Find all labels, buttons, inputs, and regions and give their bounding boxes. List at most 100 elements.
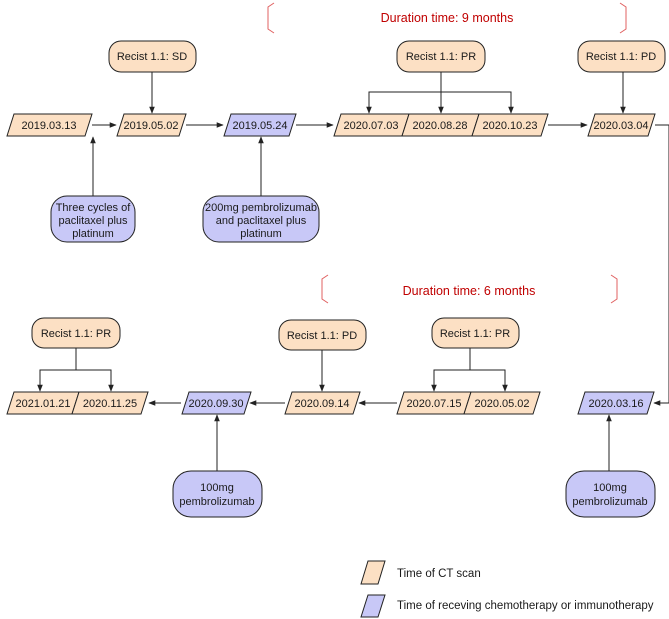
row2-dates: 2021.01.21 2020.11.25 2020.09.30 2020.09… xyxy=(6,391,655,415)
bracket-right xyxy=(619,2,627,34)
treatment-label-line: platinum xyxy=(72,228,114,240)
duration-text-6-months: Duration time: 6 months xyxy=(403,284,536,298)
recist-shape xyxy=(108,40,197,73)
recist-label: Recist 1.1: PD xyxy=(586,51,656,63)
treatment-box: Three cycles of paclitaxel plus platinum xyxy=(50,195,136,243)
row2-connectors xyxy=(37,348,612,471)
recist-box: Recist 1.1: PD xyxy=(278,319,367,351)
legend-item-treatment: Time of receving chemotherapy or immunot… xyxy=(360,594,654,618)
treatment-shape xyxy=(172,470,263,518)
treatment-label-line: paclitaxel plus xyxy=(58,215,128,227)
row1-connectors xyxy=(90,72,669,406)
ct-scan-shape xyxy=(284,391,361,415)
date-box-ct-scan: 2019.05.02 xyxy=(116,113,187,137)
treatment-box: 200mg pembrolizumab and paclitaxel plus … xyxy=(202,195,320,243)
recist-shape xyxy=(278,319,367,351)
legend-label: Time of CT scan xyxy=(397,568,481,580)
row2-treatments: 100mg pembrolizumab 100mg pembrolizumab xyxy=(172,470,656,518)
duration-bracket-6-months: Duration time: 6 months xyxy=(321,274,618,304)
treatment-label-line: 100mg xyxy=(593,482,627,494)
treatment-shape xyxy=(181,391,252,415)
date-label: 2019.03.13 xyxy=(21,120,76,132)
recist-box: Recist 1.1: PR xyxy=(396,40,486,73)
date-label: 2019.05.02 xyxy=(123,120,178,132)
treatment-shape xyxy=(565,470,656,518)
treatment-label-line: Three cycles of xyxy=(56,202,132,214)
legend-item-ct-scan: Time of CT scan xyxy=(360,560,481,585)
recist-label: Recist 1.1: SD xyxy=(117,51,187,63)
date-box-treatment: 2020.03.16 xyxy=(577,391,655,415)
recist-label: Recist 1.1: PD xyxy=(287,330,357,342)
ct-scan-shape xyxy=(471,113,549,137)
date-label: 2019.05.24 xyxy=(232,120,287,132)
date-box-ct-scan: 2020.07.03 xyxy=(333,113,410,137)
ct-scan-shape xyxy=(463,391,541,415)
treatment-label-line: pembrolizumab xyxy=(572,496,647,508)
row1-recist: Recist 1.1: SD Recist 1.1: PR Recist 1.1… xyxy=(108,40,666,73)
date-box-ct-scan: 2020.03.04 xyxy=(587,113,656,137)
arrow-line xyxy=(653,124,669,406)
treatment-label-line: 100mg xyxy=(200,482,234,494)
date-label: 2020.07.03 xyxy=(343,120,398,132)
legend: Time of CT scan Time of receving chemoth… xyxy=(360,560,654,618)
date-box-ct-scan: 2020.07.15 xyxy=(396,391,472,415)
recist-box: Recist 1.1: SD xyxy=(108,40,197,73)
date-box-treatment: 2020.09.30 xyxy=(181,391,252,415)
recist-shape xyxy=(431,317,520,349)
recist-shape xyxy=(577,40,666,73)
recist-shape xyxy=(396,40,486,73)
treatment-shape xyxy=(223,113,297,137)
ct-scan-shape xyxy=(587,113,656,137)
ct-scan-shape xyxy=(6,113,93,137)
treatment-label-line: and paclitaxel plus xyxy=(216,215,307,227)
ct-scan-swatch xyxy=(360,560,386,585)
date-label: 2021.01.21 xyxy=(15,398,70,410)
treatment-label-line: pembrolizumab xyxy=(179,496,254,508)
ct-scan-shape xyxy=(116,113,187,137)
treatment-box: 100mg pembrolizumab xyxy=(172,470,263,518)
duration-bracket-9-months: Duration time: 9 months xyxy=(267,2,627,34)
treatment-label-line: 200mg pembrolizumab xyxy=(205,202,317,214)
row2-recist: Recist 1.1: PR Recist 1.1: PD Recist 1.1… xyxy=(31,317,520,351)
date-box-ct-scan: 2021.01.21 xyxy=(6,391,80,415)
date-label: 2020.09.30 xyxy=(188,398,243,410)
date-box-ct-scan: 2020.10.23 xyxy=(471,113,549,137)
date-label: 2020.09.14 xyxy=(294,398,349,410)
date-box-ct-scan: 2019.03.13 xyxy=(6,113,93,137)
date-label: 2020.03.16 xyxy=(588,398,643,410)
recist-label: Recist 1.1: PR xyxy=(440,328,510,340)
date-label: 2020.07.15 xyxy=(406,398,461,410)
treatment-label-line: platinum xyxy=(240,228,282,240)
bracket-right xyxy=(610,274,618,304)
treatment-swatch xyxy=(360,594,386,618)
date-box-ct-scan: 2020.08.28 xyxy=(401,113,480,137)
duration-text-9-months: Duration time: 9 months xyxy=(381,11,514,25)
treatment-shape xyxy=(577,391,655,415)
arrow-line xyxy=(37,369,114,392)
date-box-treatment: 2019.05.24 xyxy=(223,113,297,137)
date-label: 2020.11.25 xyxy=(83,398,137,410)
bracket-left xyxy=(267,2,275,34)
date-label: 2020.10.23 xyxy=(482,120,537,132)
arrow-line xyxy=(431,369,508,392)
date-box-ct-scan: 2020.05.02 xyxy=(463,391,541,415)
date-box-ct-scan: 2020.11.25 xyxy=(71,391,149,415)
treatment-box: 100mg pembrolizumab xyxy=(565,470,656,518)
arrow-line xyxy=(366,91,514,114)
row1-dates: 2019.03.13 2019.05.02 2019.05.24 2020.07… xyxy=(6,113,656,137)
treatment-shape xyxy=(50,195,136,243)
row1-treatments: Three cycles of paclitaxel plus platinum… xyxy=(50,195,320,243)
ct-scan-shape xyxy=(71,391,149,415)
recist-shape xyxy=(31,317,121,349)
date-label: 2020.05.02 xyxy=(474,398,529,410)
recist-label: Recist 1.1: PR xyxy=(406,51,476,63)
date-label: 2020.08.28 xyxy=(412,120,467,132)
recist-box: Recist 1.1: PR xyxy=(431,317,520,349)
date-box-ct-scan: 2020.09.14 xyxy=(284,391,361,415)
recist-label: Recist 1.1: PR xyxy=(41,328,111,340)
bracket-left xyxy=(321,274,329,304)
date-label: 2020.03.04 xyxy=(593,120,648,132)
recist-box: Recist 1.1: PR xyxy=(31,317,121,349)
